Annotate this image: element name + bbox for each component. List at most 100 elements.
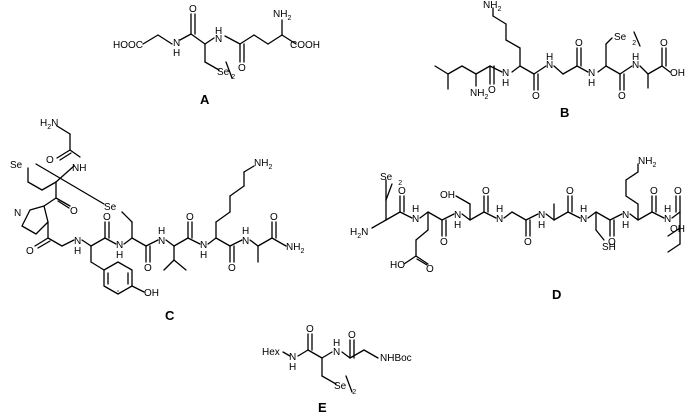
c-nh2-lys: NH2 bbox=[254, 158, 272, 171]
oxygen-label: O bbox=[674, 186, 682, 197]
d-h2n: H2N bbox=[350, 227, 368, 240]
compound-label-c: C bbox=[165, 308, 175, 323]
c-nh2-top: H2N bbox=[40, 118, 58, 131]
c-h1: H bbox=[74, 246, 81, 257]
compound-b: O O O O O NH2 Se2 N H N H N H N H NH2 OH… bbox=[434, 0, 685, 120]
d-h7: H bbox=[664, 204, 671, 215]
e-n-gly: N bbox=[333, 347, 340, 358]
d-h5: H bbox=[580, 204, 587, 215]
d-h1: H bbox=[412, 204, 419, 215]
e-h-hex: H bbox=[289, 362, 296, 373]
b-oh: OH bbox=[670, 68, 685, 79]
a-nh-glu-n: N bbox=[215, 34, 222, 45]
compound-label-d: D bbox=[552, 287, 561, 302]
oxygen-label: O bbox=[144, 263, 152, 274]
d-h3: H bbox=[496, 204, 503, 215]
compound-d: O O O O O O O O O Se2 OH NH2 H2N N H N H… bbox=[350, 156, 685, 302]
oxygen-label: O bbox=[238, 63, 246, 74]
oxygen-label: O bbox=[440, 237, 448, 248]
oxygen-label: O bbox=[660, 38, 668, 49]
d-n6: N bbox=[622, 210, 629, 221]
c-oh: OH bbox=[144, 288, 159, 299]
d-n7: N bbox=[664, 214, 671, 225]
d-h6: H bbox=[622, 220, 629, 231]
b-h2: H bbox=[546, 52, 553, 63]
a-nh-glu-h: H bbox=[215, 26, 222, 37]
c-se1: Se bbox=[10, 160, 23, 171]
compound-d-oxygens: O O O O O O O O O bbox=[398, 186, 682, 275]
a-hooc: HOOC bbox=[113, 40, 143, 51]
compound-d-bonds bbox=[371, 163, 681, 266]
e-h-gly: H bbox=[333, 338, 340, 349]
d-n4: N bbox=[538, 210, 545, 221]
b-n2: N bbox=[546, 60, 553, 71]
d-oh-end: OH bbox=[670, 224, 685, 235]
oxygen-label: O bbox=[270, 212, 278, 223]
compound-a-oxygens: O O bbox=[189, 4, 246, 74]
e-nhboc: NHBoc bbox=[380, 353, 412, 364]
e-n-hex: N bbox=[289, 352, 296, 363]
oxygen-label: O bbox=[650, 186, 658, 197]
b-n3: N bbox=[588, 68, 595, 79]
e-se: Se2 bbox=[334, 381, 356, 396]
c-n3: N bbox=[158, 236, 165, 247]
d-se: Se2 bbox=[380, 172, 402, 187]
d-n2: N bbox=[454, 210, 461, 221]
compound-e-bonds bbox=[282, 333, 379, 393]
a-nh2: NH2 bbox=[273, 9, 291, 22]
oxygen-label: O bbox=[482, 186, 490, 197]
compound-c-bonds bbox=[21, 125, 287, 295]
compound-b-bonds bbox=[434, 7, 671, 91]
d-ho-glu: HO bbox=[390, 260, 405, 271]
compound-c-oxygens: O O O O O O O O bbox=[26, 155, 278, 274]
compound-label-e: E bbox=[318, 400, 327, 415]
oxygen-label: O bbox=[103, 212, 111, 223]
compound-label-b: B bbox=[560, 105, 569, 120]
d-h2: H bbox=[454, 220, 461, 231]
oxygen-label: O bbox=[575, 38, 583, 49]
c-h4: H bbox=[200, 250, 207, 261]
compound-label-a: A bbox=[200, 92, 210, 107]
oxygen-label: O bbox=[566, 186, 574, 197]
b-nh2-leu: NH2 bbox=[470, 88, 488, 101]
oxygen-label: O bbox=[348, 330, 356, 341]
c-se2: Se bbox=[104, 202, 117, 213]
oxygen-label: O bbox=[186, 212, 194, 223]
d-n1: N bbox=[412, 214, 419, 225]
e-hex: Hex bbox=[262, 347, 280, 358]
oxygen-label: O bbox=[306, 324, 314, 335]
d-sh: SH bbox=[602, 242, 616, 253]
oxygen-label: O bbox=[189, 4, 197, 15]
b-h4: H bbox=[632, 52, 639, 63]
a-nh-gly-h: H bbox=[173, 48, 180, 59]
oxygen-label: O bbox=[426, 264, 434, 275]
oxygen-label: O bbox=[488, 85, 496, 96]
a-nh-gly-n: N bbox=[173, 38, 180, 49]
a-cooh: COOH bbox=[290, 40, 320, 51]
b-h1: H bbox=[502, 78, 509, 89]
compound-b-oxygens: O O O O O bbox=[488, 38, 668, 102]
c-h2: H bbox=[116, 250, 123, 261]
b-nh2-lys: NH2 bbox=[483, 0, 501, 13]
oxygen-label: O bbox=[532, 91, 540, 102]
c-nh-gly: NH bbox=[72, 163, 86, 174]
b-n4: N bbox=[632, 60, 639, 71]
compound-c: O O O O O O O O H2N Se Se NH N N H N H N… bbox=[10, 118, 304, 323]
compound-a-bonds bbox=[142, 13, 297, 79]
c-n2: N bbox=[116, 240, 123, 251]
b-se: Se2 bbox=[614, 32, 636, 47]
b-h3: H bbox=[588, 78, 595, 89]
c-n5: N bbox=[242, 236, 249, 247]
oxygen-label: O bbox=[398, 186, 406, 197]
d-h4: H bbox=[538, 220, 545, 231]
oxygen-label: O bbox=[46, 155, 54, 166]
c-n4: N bbox=[200, 240, 207, 251]
d-n5: N bbox=[580, 214, 587, 225]
oxygen-label: O bbox=[524, 237, 532, 248]
oxygen-label: O bbox=[228, 263, 236, 274]
oxygen-label: O bbox=[618, 91, 626, 102]
oxygen-label: O bbox=[26, 246, 34, 257]
d-nh2-lys: NH2 bbox=[638, 156, 656, 169]
